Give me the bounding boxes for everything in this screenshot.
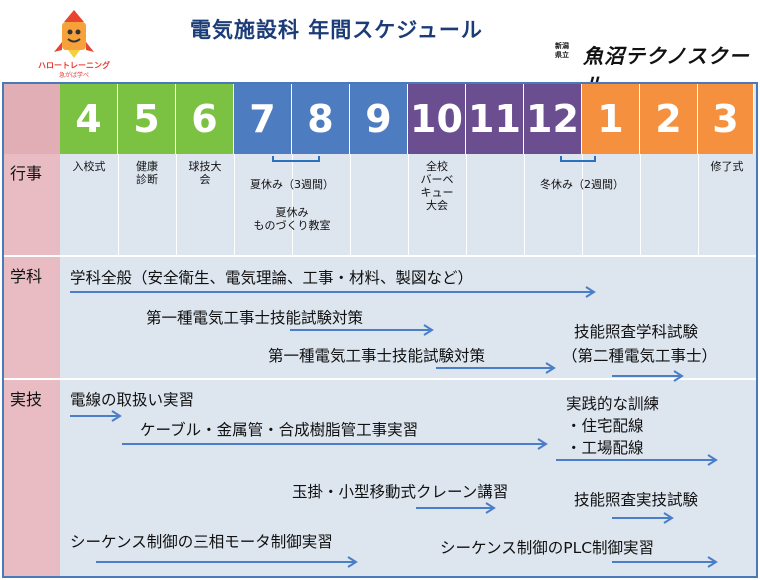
row-label-events: 行事 [4,154,60,255]
practical-cable-work-label: ケーブル・金属管・合成樹脂管工事実習 [140,421,419,439]
event-ball-tournament: 球技大会 [188,160,222,186]
academics-first-class-2-label: 第一種電気工事士技能試験対策 [268,347,486,365]
month-3: 3 [698,84,754,154]
logo-text-main: ハロートレーニング [38,61,110,70]
logo-text-sub: 急がば学べ [58,72,89,79]
event-health-check: 健康診断 [136,160,158,186]
arrow-skill-exam-practical [612,512,674,524]
arrow-first-class-1 [290,324,434,336]
arrow-first-class-2 [436,362,556,374]
practical-plc-control-label: シーケンス制御のPLC制御実習 [440,539,655,557]
arrow-plc-control [612,556,718,568]
month-6: 6 [176,84,234,154]
page-title: 電気施設科 年間スケジュール [190,18,483,42]
hello-training-logo: ハロートレーニング 急がば学べ [26,8,122,79]
month-12: 12 [524,84,582,154]
month-11: 11 [466,84,524,154]
arrow-crane [416,502,496,514]
arrow-academics-general [70,286,596,298]
practical-skill-exam-label: 技能照査実技試験 [574,491,699,509]
summer-break-bracket [272,156,320,162]
arrow-cable-work [122,438,548,450]
event-summer-break: 夏休み（3週間） [250,178,334,191]
academics-general-label: 学科全般（安全衛生、電気理論、工事・材料、製図など） [70,269,474,287]
event-graduation: 修了式 [710,160,744,173]
month-9: 9 [350,84,408,154]
academics-skill-exam-label: 技能照査学科試験 [574,323,699,341]
header-corner-cell [4,84,60,154]
practical-house-wiring-label: ・住宅配線 [566,417,644,435]
practical-training-label: 実践的な訓練 [566,395,660,413]
row-label-academics: 学科 [4,257,60,378]
academics-skill-exam-sub-label: （第二種電気工事士） [562,347,718,365]
academics-first-class-1-label: 第一種電気工事士技能試験対策 [146,309,364,327]
arrow-motor-control [96,556,358,568]
row-label-practical: 実技 [4,380,60,576]
arrow-wire-handling [70,410,122,422]
winter-break-bracket [560,156,596,162]
event-bbq: 全校バーベキュー大会 [420,160,454,212]
event-summer-class: 夏休みものづくり教室 [253,206,331,232]
month-5: 5 [118,84,176,154]
arrow-training [556,454,718,466]
event-winter-break: 冬休み（2週間） [540,178,624,191]
practical-factory-wiring-label: ・工場配線 [566,439,644,457]
practical-motor-control-label: シーケンス制御の三相モータ制御実習 [70,533,333,551]
month-10: 10 [408,84,466,154]
school-logo-prefix: 新潟 県立 [555,42,569,59]
month-1: 1 [582,84,640,154]
month-7: 7 [234,84,292,154]
month-8: 8 [292,84,350,154]
arrow-skill-exam-academic [612,370,684,382]
month-4: 4 [60,84,118,154]
event-entrance-ceremony: 入校式 [72,160,106,173]
practical-wire-handling-label: 電線の取扱い実習 [70,391,195,409]
practical-crane-label: 玉掛・小型移動式クレーン講習 [292,483,509,501]
rocket-mascot-icon [54,10,94,58]
month-2: 2 [640,84,698,154]
